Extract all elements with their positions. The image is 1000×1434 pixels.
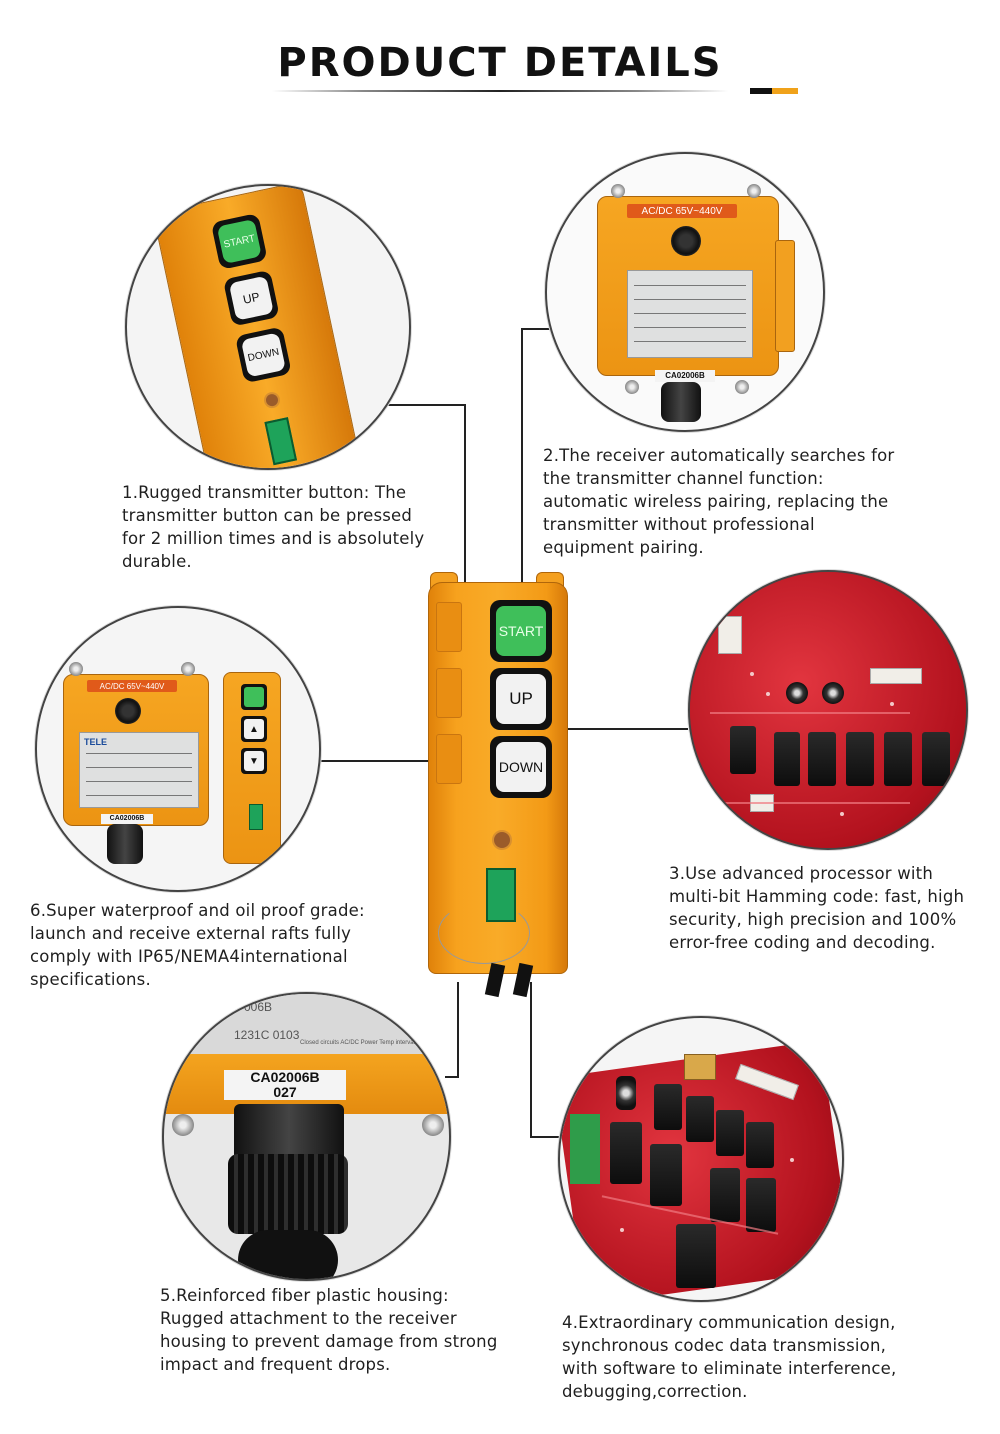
feature-5-caption: 5.Reinforced fiber plastic housing: Rugg…: [160, 1286, 498, 1374]
transmitter-closeup-image: START UP DOWN: [125, 184, 411, 470]
connector-5v: [457, 982, 459, 1078]
voltage-label: AC/DC 65V~440V: [627, 204, 737, 218]
transmitter-main-image: START UP DOWN: [428, 572, 568, 998]
title-underline: [272, 88, 798, 94]
closeup-tag: CA02006B 027: [224, 1070, 346, 1100]
waterproof-set-image: AC/DC 65V~440V TELE CA02006B ▲ ▼: [35, 606, 321, 892]
connector-2v: [521, 328, 523, 584]
closeup-date-partial: 1231C 0103: [234, 1028, 300, 1042]
brand-label: TELE: [84, 737, 108, 747]
feature-4-caption: 4.Extraordinary communication design, sy…: [562, 1313, 897, 1401]
feature-6-caption: 6.Super waterproof and oil proof grade: …: [30, 901, 365, 989]
feature-1-caption: 1.Rugged transmitter button: The transmi…: [122, 483, 425, 571]
connector-1v: [464, 404, 466, 584]
connector-4h: [530, 1136, 560, 1138]
processor-board-image: [688, 570, 968, 850]
connector-2h: [521, 328, 551, 330]
closeup-tag-channel: 027: [273, 1084, 297, 1100]
housing-closeup-image: 006B 1231C 0103 Closed circuits AC/DC Po…: [162, 992, 451, 1281]
receiver-image: AC/DC 65V~440V CA02006B: [545, 152, 825, 432]
receiver-tag-small: CA02006B: [101, 814, 153, 824]
closeup-code-partial: 006B: [244, 1000, 273, 1014]
closeup-tag-code: CA02006B: [250, 1069, 320, 1085]
feature-2-caption: 2.The receiver automatically searches fo…: [543, 446, 895, 557]
communication-board-image: [558, 1016, 844, 1302]
connector-6: [315, 760, 428, 762]
up-button-photo: UP: [228, 275, 274, 321]
connector-5h: [445, 1076, 459, 1078]
connector-3: [566, 728, 688, 730]
receiver-tag: CA02006B: [655, 370, 715, 382]
page-title: PRODUCT DETAILS: [277, 40, 723, 86]
up-button-label: UP: [496, 674, 546, 724]
start-button-label: START: [496, 606, 546, 656]
feature-3-caption: 3.Use advanced processor with multi-bit …: [669, 864, 965, 952]
closeup-label-text: Closed circuits AC/DC Power Temp interva…: [300, 1040, 415, 1046]
connector-1: [385, 404, 466, 406]
connector-4v: [530, 982, 532, 1138]
down-button-label: DOWN: [496, 742, 546, 792]
voltage-label-small: AC/DC 65V~440V: [87, 680, 177, 692]
start-button-photo: START: [216, 218, 262, 264]
down-button-photo: DOWN: [240, 332, 286, 378]
